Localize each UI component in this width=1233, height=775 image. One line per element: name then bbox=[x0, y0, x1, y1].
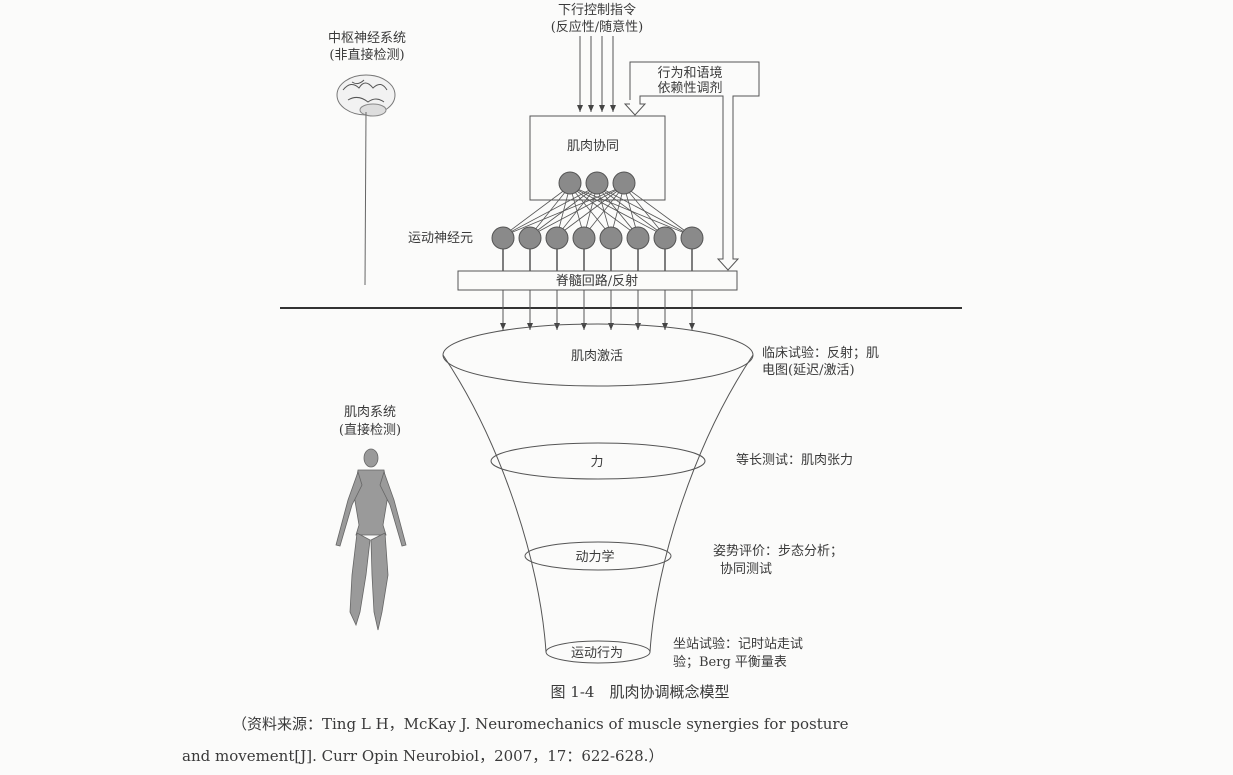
cns-sub: (非直接检测) bbox=[329, 47, 404, 63]
spinal-label: 脊髓回路/反射 bbox=[556, 273, 638, 289]
modulation-sub: 依赖性调剂 bbox=[657, 81, 722, 96]
connection-line bbox=[623, 185, 666, 237]
modulation-label: 行为和语境 bbox=[657, 66, 722, 81]
human-figure-icon bbox=[335, 448, 407, 631]
top-command-sub: (反应性/随意性) bbox=[551, 19, 644, 35]
connection-line bbox=[502, 185, 571, 237]
test-1a: 临床试验：反射；肌 bbox=[762, 345, 879, 361]
synergy-node bbox=[585, 171, 609, 195]
motor-neuron-node bbox=[653, 226, 677, 250]
figure-caption: 图 1-4 肌肉协调概念模型 bbox=[551, 683, 730, 701]
top-command-label: 下行控制指令 bbox=[558, 3, 636, 18]
motor-neuron-node bbox=[545, 226, 569, 250]
motor-neuron-node bbox=[599, 226, 623, 250]
reference-line-1: （资料来源：Ting L H，McKay J. Neuromechanics o… bbox=[232, 715, 849, 733]
test-4a: 坐站试验：记时站走试 bbox=[673, 636, 803, 652]
muscle-system-sub: (直接检测) bbox=[339, 422, 401, 438]
muscle-system-label: 肌肉系统 bbox=[344, 405, 396, 420]
neural-network bbox=[491, 171, 704, 271]
test-3a: 姿势评价：步态分析； bbox=[713, 543, 843, 559]
test-3b: 协同测试 bbox=[720, 562, 772, 577]
reference-line-2: and movement[J]. Curr Opin Neurobiol，200… bbox=[182, 747, 663, 765]
level-behavior: 运动行为 bbox=[571, 646, 623, 661]
motor-neuron-node bbox=[518, 226, 542, 250]
activation-arrows bbox=[500, 290, 695, 330]
funnel bbox=[442, 323, 754, 664]
test-1b: 电图(延迟/激活) bbox=[762, 363, 855, 378]
motor-neuron-label: 运动神经元 bbox=[408, 231, 473, 246]
spinal-box bbox=[457, 270, 738, 291]
connection-line bbox=[529, 185, 625, 237]
synergy-node bbox=[558, 171, 582, 195]
level-activation: 肌肉激活 bbox=[571, 349, 623, 364]
synergy-node bbox=[612, 171, 636, 195]
level-dynamics: 动力学 bbox=[575, 549, 614, 565]
connection-line bbox=[623, 185, 693, 237]
connection-line bbox=[583, 185, 625, 237]
connection-line bbox=[502, 185, 598, 237]
brain-icon bbox=[336, 74, 396, 286]
cns-label: 中枢神经系统 bbox=[328, 31, 406, 46]
modulation-feedback bbox=[623, 61, 760, 271]
connection-line bbox=[556, 185, 625, 237]
level-force: 力 bbox=[590, 455, 603, 470]
test-2: 等长测试：肌肉张力 bbox=[736, 452, 853, 468]
motor-neuron-node bbox=[491, 226, 515, 250]
synergy-label: 肌肉协同 bbox=[567, 139, 619, 154]
connection-line bbox=[502, 185, 625, 237]
motor-neuron-node bbox=[626, 226, 650, 250]
test-4b: 验；Berg 平衡量表 bbox=[673, 654, 787, 670]
command-arrows bbox=[577, 36, 616, 112]
motor-neuron-node bbox=[572, 226, 596, 250]
motor-neuron-node bbox=[680, 226, 704, 250]
